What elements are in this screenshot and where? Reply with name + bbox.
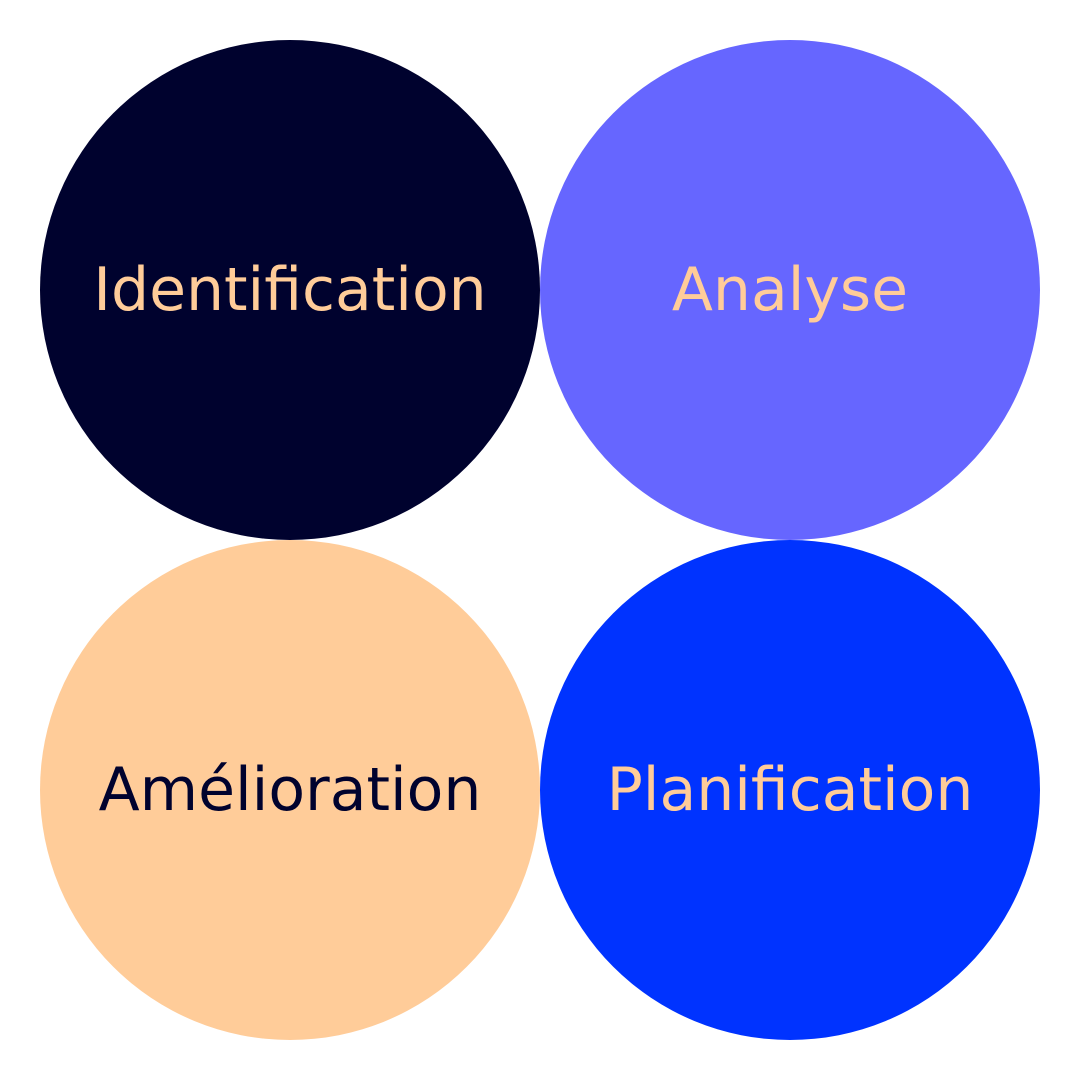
circle-amelioration: Amélioration (40, 540, 540, 1040)
circle-label: Analyse (671, 255, 909, 325)
circle-label: Amélioration (98, 755, 482, 825)
circle-label: Identification (93, 255, 487, 325)
circle-identification: Identification (40, 40, 540, 540)
circle-planification: Planification (540, 540, 1040, 1040)
circle-analyse: Analyse (540, 40, 1040, 540)
circle-label: Planification (606, 755, 974, 825)
